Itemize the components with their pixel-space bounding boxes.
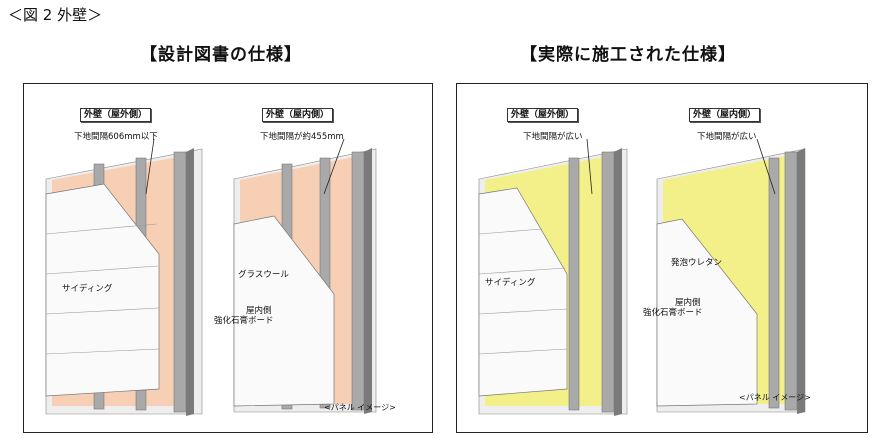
board-callout-line1: 屋内側	[675, 298, 701, 308]
indoor-spacing-callout: 下地間隔が広い	[697, 132, 757, 142]
outdoor-side-label: 外壁（屋外側）	[507, 108, 579, 122]
board-callout-line1: 屋内側	[246, 306, 272, 316]
gypsum-board	[233, 215, 335, 407]
insulation-callout: グラスウール	[238, 270, 289, 280]
indoor-side-label: 外壁（屋内側）	[262, 108, 334, 122]
siding-board	[45, 183, 160, 397]
panel-image-caption: <パネル イメージ>	[324, 403, 396, 412]
board-callout-line2: 強化石膏ボード	[214, 316, 274, 326]
insulation-callout: 発泡ウレタン	[671, 258, 723, 268]
stud	[601, 151, 615, 413]
siding-callout: サイディング	[62, 284, 113, 294]
left-section-title: 【設計図書の仕様】	[140, 45, 302, 65]
indoor-spacing-callout: 下地間隔が約455mm	[260, 132, 344, 142]
gypsum-board	[656, 218, 758, 407]
outdoor-wall-design	[45, 138, 203, 416]
outdoor-wall-actual	[478, 138, 628, 416]
indoor-wall-actual	[656, 138, 806, 414]
board-callout-line2: 強化石膏ボード	[643, 308, 703, 318]
stud	[784, 151, 798, 411]
outdoor-spacing-callout: 下地間隔606mm以下	[74, 132, 158, 142]
indoor-side-label: 外壁（屋内側）	[689, 108, 761, 122]
design-spec-illustration	[45, 138, 377, 416]
stud	[351, 151, 365, 411]
outdoor-side-label: 外壁（屋外側）	[80, 108, 152, 122]
actual-spec-illustration	[478, 138, 806, 416]
siding-board	[478, 187, 568, 397]
actual-spec-panel: 外壁（屋外側） 外壁（屋内側） 下地間隔が広い 下地間隔が広い サイディング 発…	[456, 83, 868, 433]
figure-title: ＜図 2 外壁＞	[8, 6, 103, 24]
stud	[568, 157, 580, 411]
stud	[173, 151, 187, 413]
outdoor-spacing-callout: 下地間隔が広い	[523, 132, 583, 142]
panel-image-caption: <パネル イメージ>	[739, 393, 811, 402]
right-section-title: 【実際に施工された仕様】	[520, 45, 736, 65]
frame-edge	[186, 148, 194, 416]
indoor-wall-design	[233, 138, 377, 414]
siding-callout: サイディング	[485, 278, 536, 288]
design-spec-panel: 外壁（屋外側） 外壁（屋内側） 下地間隔606mm以下 下地間隔が約455mm …	[23, 83, 433, 433]
stud	[768, 157, 780, 409]
